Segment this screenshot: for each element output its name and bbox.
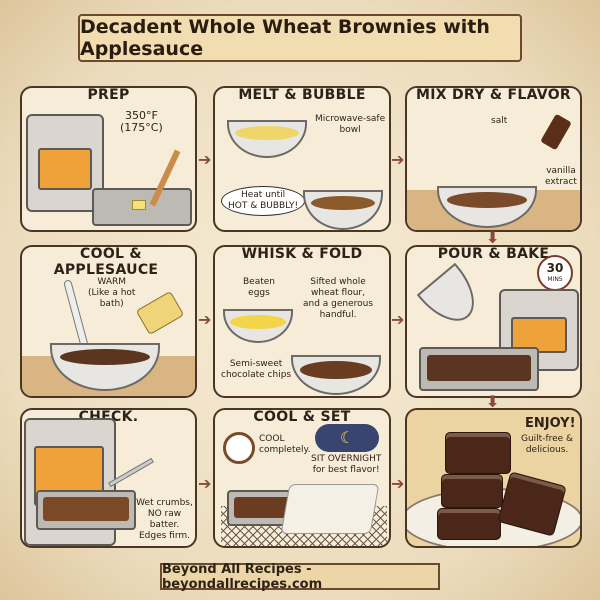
overnight-note: SIT OVERNIGHT for best flavor! [311,454,382,475]
step-cool-applesauce: COOL & APPLESAUCE WARM (Like a hot bath) [20,245,197,398]
butter-icon [132,200,146,210]
brownie-icon [445,432,511,474]
eggs-note: Beaten eggs [243,277,275,298]
step-title: MIX DRY & FLAVOR [411,88,576,103]
bowl-note: Microwave-safe bowl [315,114,386,135]
step-title: MELT & BUBBLE [233,88,371,103]
enjoy-note: Guilt-free & delicious. [521,434,574,455]
brownie-icon [437,508,501,540]
applesauce-jar-icon [135,290,185,336]
oven-icon [26,114,104,212]
heat-speech-bubble: Heat until HOT & BUBBLY! [221,186,306,216]
check-note: Wet crumbs, NO raw batter. Edges firm. [136,498,193,541]
step-enjoy: ENJOY! Guilt-free & delicious. [405,408,582,548]
batter-bowl-icon [291,355,381,395]
pouring-bowl-icon [416,262,488,334]
arrow-right-icon: ➔ [198,150,212,169]
step-title: ENJOY! [525,416,576,431]
clock-icon [223,432,255,464]
chocolate-chips-note: Semi-sweet chocolate chips [221,359,292,380]
arrow-down-icon: ⬇ [486,228,500,247]
step-melt-bubble: MELT & BUBBLE Microwave-safe bowl Heat u… [213,86,391,232]
step-whisk-fold: WHISK & FOLD Beaten eggs Sifted whole wh… [213,245,391,398]
arrow-right-icon: ➔ [391,150,405,169]
brownie-pan-icon [36,490,136,530]
arrow-right-icon: ➔ [391,310,405,329]
step-prep: PREP 350°F (175°C) [20,86,197,232]
baking-pan-icon [419,347,539,391]
cool-note: COOL completely. [259,434,311,455]
arrow-right-icon: ➔ [198,310,212,329]
step-cool-set: COOL & SET COOL completely. ☾ SIT OVERNI… [213,408,391,548]
step-title: POUR & BAKE [432,247,555,262]
vanilla-label: vanilla extract [545,166,577,187]
step-mix-dry-flavor: MIX DRY & FLAVOR salt vanilla extract [405,86,582,232]
title-banner: Decadent Whole Wheat Brownies with Apple… [40,14,560,64]
brownie-icon [441,474,503,508]
arrow-down-icon: ⬇ [486,392,500,411]
temperature-note: 350°F (175°C) [120,109,163,134]
step-title: WHISK & FOLD [236,247,368,262]
footer-banner: Beyond All Recipes - beyondallrecipes.co… [160,561,440,592]
step-title: PREP [82,88,135,103]
bubbling-bowl-icon [303,190,383,230]
flour-note: Sifted whole wheat flour, and a generous… [303,277,374,320]
step-title: COOL & APPLESAUCE [53,247,164,278]
timer-value: 30 [546,261,564,275]
thermometer-icon [63,279,89,349]
bowl-icon [227,120,307,158]
footer-text: Beyond All Recipes - beyondallrecipes.co… [162,561,323,592]
timer-unit: MINS [547,276,563,283]
step-check: CHECK. Wet crumbs, NO raw batter. Edges … [20,408,197,548]
timer-icon: 30 MINS [537,255,573,291]
moon-night-icon: ☾ [315,424,379,452]
salt-label: salt [491,116,508,126]
arrow-right-icon: ➔ [391,474,405,493]
step-pour-bake: POUR & BAKE 30 MINS [405,245,582,398]
step-title: COOL & SET [248,410,356,425]
page-title: Decadent Whole Wheat Brownies with Apple… [80,16,490,60]
towel-icon [280,484,380,534]
vanilla-bottle-icon [540,113,572,151]
egg-bowl-icon [223,309,293,343]
warm-note: WARM (Like a hot bath) [88,277,136,309]
arrow-right-icon: ➔ [198,474,212,493]
